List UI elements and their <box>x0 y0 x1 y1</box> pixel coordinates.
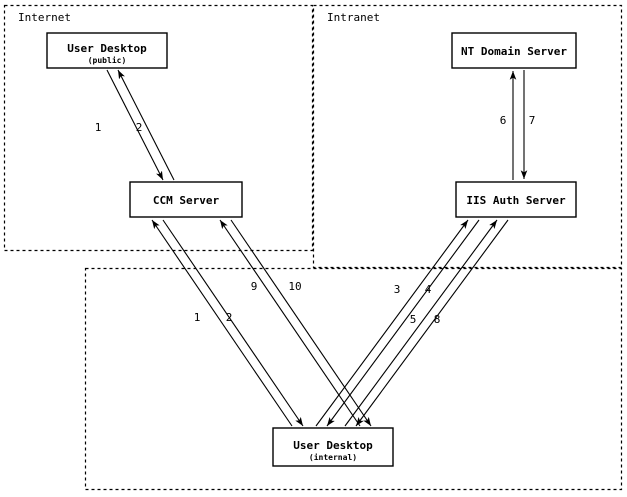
zone-intranet-boundary <box>312 4 623 269</box>
node-user-desktop-public[interactable]: User Desktop (public) <box>46 32 168 69</box>
flow-line-10 <box>230 219 372 427</box>
connector-iis-nt <box>509 70 528 180</box>
flow-label-7: 7 <box>529 114 536 127</box>
node-title-iis-auth-server: IIS Auth Server <box>466 194 566 207</box>
connector-internal-iis-right <box>344 219 509 427</box>
flow-label-9: 9 <box>251 280 258 293</box>
flow-label-1-public: 1 <box>95 121 102 134</box>
node-title-ccm-server: CCM Server <box>153 194 220 207</box>
flow-label-2-internal: 2 <box>226 311 233 324</box>
flow-label-10: 10 <box>288 280 301 293</box>
node-subtitle-user-desktop-internal: (internal) <box>309 452 357 462</box>
flow-label-5: 5 <box>410 313 417 326</box>
flow-line-4 <box>326 219 480 427</box>
flow-line-5 <box>344 219 498 427</box>
flow-label-6: 6 <box>500 114 507 127</box>
flow-line-2-internal <box>162 219 304 427</box>
flow-label-8: 8 <box>434 313 441 326</box>
connector-internal-iis-left <box>315 219 480 427</box>
flow-label-3: 3 <box>394 283 401 296</box>
flow-label-1-internal: 1 <box>194 311 201 324</box>
node-user-desktop-internal[interactable]: User Desktop (internal) <box>272 427 394 467</box>
connector-internal-ccm-left <box>151 219 304 427</box>
flow-label-2-public: 2 <box>136 121 143 134</box>
flow-line-2-public <box>117 69 175 181</box>
node-nt-domain-server[interactable]: NT Domain Server <box>451 32 577 69</box>
connector-public-ccm <box>106 69 175 181</box>
flow-line-1-public <box>106 69 164 181</box>
node-ccm-server[interactable]: CCM Server <box>129 181 243 218</box>
flow-line-1-internal <box>151 219 293 427</box>
node-subtitle-user-desktop-public: (public) <box>88 55 127 65</box>
connector-internal-ccm-right <box>219 219 372 427</box>
zone-boundaries <box>3 4 623 491</box>
flow-step-labels: 1 2 6 7 9 10 1 2 3 4 5 8 <box>95 114 536 326</box>
node-iis-auth-server[interactable]: IIS Auth Server <box>455 181 577 218</box>
flow-line-3 <box>315 219 469 427</box>
node-title-user-desktop-internal: User Desktop <box>293 439 373 452</box>
flow-line-9 <box>219 219 361 427</box>
zone-label-internet: Internet <box>18 11 71 24</box>
flow-label-4: 4 <box>425 283 432 296</box>
flow-line-8 <box>355 219 509 427</box>
zone-label-intranet: Intranet <box>327 11 380 24</box>
node-title-nt-domain-server: NT Domain Server <box>461 45 567 58</box>
node-title-user-desktop-public: User Desktop <box>67 42 147 55</box>
